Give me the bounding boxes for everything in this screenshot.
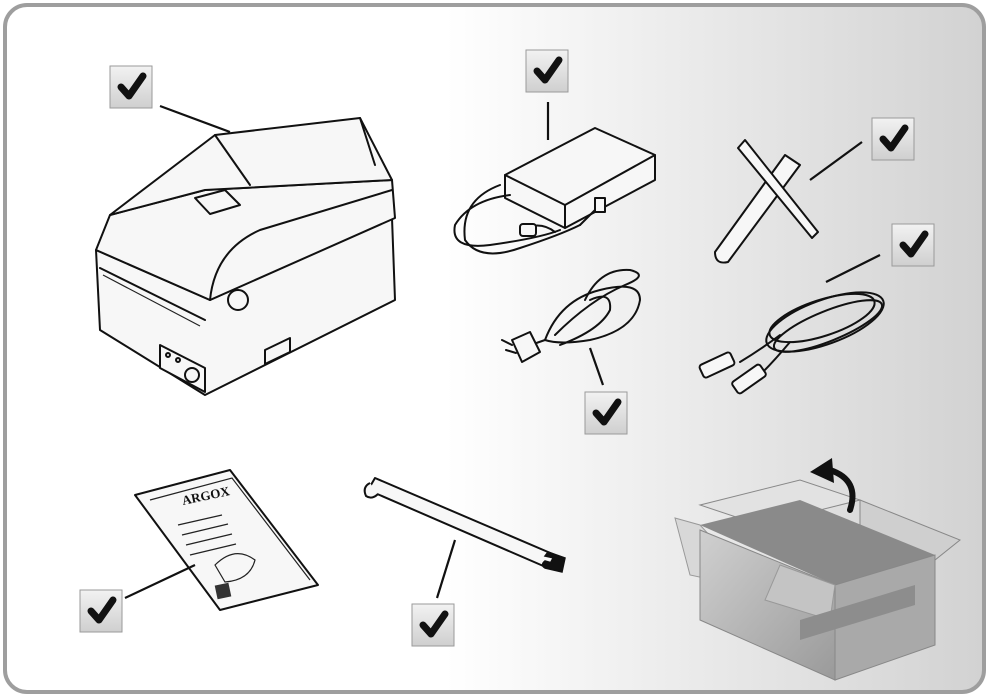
usb-cable-icon [698,291,885,395]
usb-cable-checkbox[interactable] [891,223,935,267]
power-cord-checkbox[interactable] [584,391,628,435]
cleaning-stick-icon [714,139,819,264]
document-icon: ARGOX [134,469,319,611]
box-icon [674,458,961,681]
printer-icon [95,117,396,396]
spindle-icon [363,477,566,573]
power-adapter-icon [453,127,656,255]
printer-checkbox[interactable] [109,65,153,109]
power-cord-icon [501,268,641,363]
cleaning-stick-checkbox[interactable] [871,117,915,161]
quick-guide-checkbox[interactable] [79,589,123,633]
ribbon-spindle-checkbox[interactable] [411,603,455,647]
power-adapter-checkbox[interactable] [525,49,569,93]
